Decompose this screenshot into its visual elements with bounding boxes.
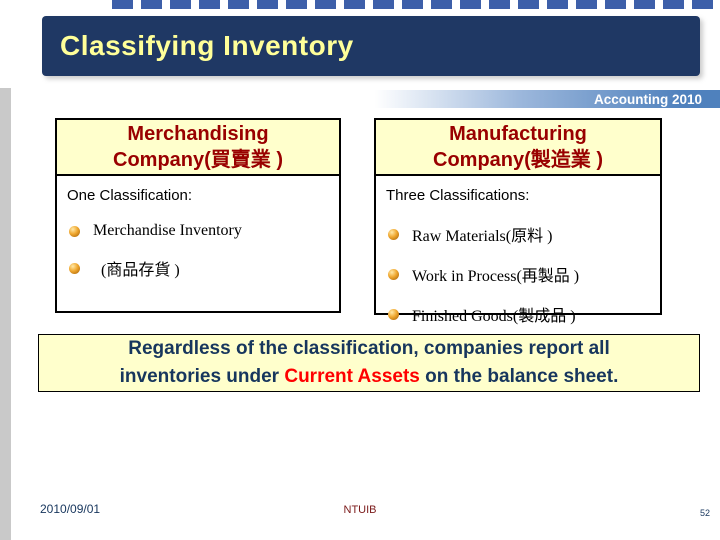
list-item: Finished Goods(製成品 ): [388, 302, 660, 326]
bullet-icon: [388, 308, 399, 320]
list-item-label: Raw Materials(原料 ): [412, 228, 553, 245]
bullet-icon: [69, 225, 80, 237]
summary-note-line1: Regardless of the classification, compan…: [39, 335, 699, 363]
merchandising-panel: Merchandising Company(買賣業 ) One Classifi…: [55, 118, 341, 313]
list-item-label: Finished Goods(製成品 ): [412, 308, 576, 325]
merchandising-body: One Classification: Merchandise Inventor…: [55, 174, 341, 313]
list-item: (商品存貨 ): [69, 256, 339, 280]
list-item-label: (商品存貨 ): [101, 262, 180, 279]
summary-note-line2: inventories under Current Assets on the …: [39, 363, 699, 391]
top-border-decoration: [112, 0, 720, 9]
summary-note-text: on the balance sheet.: [419, 366, 619, 387]
merchandising-subtitle: One Classification:: [67, 187, 193, 204]
bullet-icon: [69, 262, 80, 274]
merchandising-header-line1: Merchandising: [127, 123, 269, 145]
merchandising-header: Merchandising Company(買賣業 ): [55, 118, 341, 176]
manufacturing-header-line1: Manufacturing: [449, 123, 587, 145]
bullet-icon: [388, 268, 399, 280]
summary-note-text: Regardless of the classification, compan…: [128, 338, 610, 360]
slide-title-bar: Classifying Inventory: [42, 16, 700, 76]
bullet-icon: [388, 228, 399, 240]
slide-title: Classifying Inventory: [60, 30, 354, 61]
manufacturing-body: Three Classifications: Raw Materials(原料 …: [374, 174, 662, 325]
course-band: Accounting 2010: [0, 90, 720, 108]
manufacturing-header-line2: Company(製造業 ): [433, 149, 603, 171]
summary-note-text: inventories under: [119, 366, 285, 387]
list-item: Merchandise Inventory: [69, 222, 339, 240]
manufacturing-panel: Manufacturing Company(製造業 ) Three Classi…: [374, 118, 662, 325]
manufacturing-subtitle: Three Classifications:: [386, 187, 530, 204]
list-item-label: Work in Process(再製品 ): [412, 268, 580, 285]
manufacturing-header: Manufacturing Company(製造業 ): [374, 118, 662, 176]
course-badge: Accounting 2010: [593, 91, 702, 107]
merchandising-header-line2: Company(買賣業 ): [113, 149, 283, 171]
list-item: Raw Materials(原料 ): [388, 222, 660, 246]
list-item-label: Merchandise Inventory: [93, 222, 242, 239]
summary-note: Regardless of the classification, compan…: [38, 334, 700, 392]
left-gray-rail: [0, 88, 11, 540]
footer-org: NTUIB: [343, 504, 377, 516]
footer-date: 2010/09/01: [40, 502, 101, 516]
page-number: 52: [699, 508, 710, 518]
list-item: Work in Process(再製品 ): [388, 262, 660, 286]
current-assets-highlight: Current Assets: [284, 366, 420, 387]
